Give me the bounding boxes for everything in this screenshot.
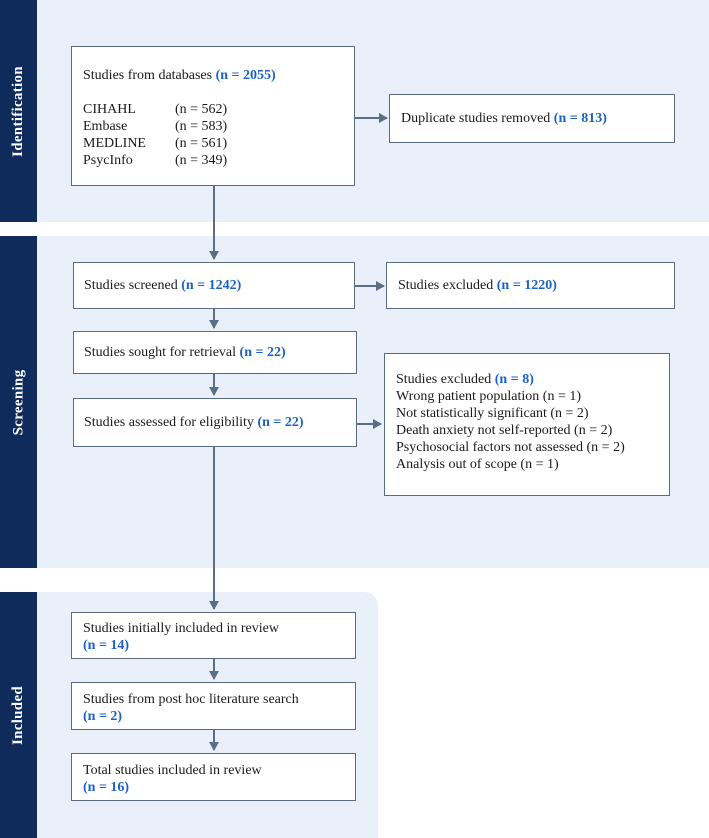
databases-title: Studies from databases (n = 2055) bbox=[83, 68, 276, 83]
exclusion-reasons-count: (n = 8) bbox=[494, 372, 534, 387]
sought-box: Studies sought for retrieval (n = 22) bbox=[73, 331, 357, 374]
source-row: CIHAHL(n = 562) bbox=[83, 102, 228, 117]
exclusion-reasons-title: Studies excluded (n = 8) bbox=[396, 372, 534, 387]
duplicates-count: (n = 813) bbox=[553, 111, 607, 126]
identification-sidebar: Identification bbox=[0, 0, 37, 222]
exclusion-reason: Psychosocial factors not assessed (n = 2… bbox=[396, 440, 625, 455]
posthoc-box: Studies from post hoc literature search … bbox=[71, 682, 356, 730]
exclusion-reason: Not statistically significant (n = 2) bbox=[396, 406, 589, 421]
source-row: Embase(n = 583) bbox=[83, 119, 228, 134]
initial-included-box: Studies initially included in review (n … bbox=[71, 612, 356, 659]
source-row: MEDLINE(n = 561) bbox=[83, 136, 228, 151]
screening-sidebar: Screening bbox=[0, 236, 37, 568]
source-row: PsycInfo(n = 349) bbox=[83, 153, 228, 168]
exclusion-reason: Analysis out of scope (n = 1) bbox=[396, 457, 559, 472]
total-included-count: (n = 16) bbox=[83, 780, 130, 795]
excluded-box: Studies excluded (n = 1220) bbox=[386, 262, 675, 309]
screened-box: Studies screened (n = 1242) bbox=[73, 262, 355, 309]
exclusion-reason: Death anxiety not self-reported (n = 2) bbox=[396, 423, 613, 438]
exclusion-reason: Wrong patient population (n = 1) bbox=[396, 389, 582, 404]
exclusion-reasons-box: Studies excluded (n = 8) Wrong patient p… bbox=[384, 353, 670, 496]
sought-count: (n = 22) bbox=[239, 345, 286, 360]
initial-included-count: (n = 14) bbox=[83, 638, 130, 653]
screened-count: (n = 1242) bbox=[181, 278, 242, 293]
databases-box: Studies from databases (n = 2055) CIHAHL… bbox=[71, 46, 355, 186]
excluded-count: (n = 1220) bbox=[496, 278, 557, 293]
assessed-box: Studies assessed for eligibility (n = 22… bbox=[73, 398, 357, 447]
posthoc-count: (n = 2) bbox=[83, 709, 123, 724]
databases-count: (n = 2055) bbox=[215, 68, 276, 83]
included-sidebar: Included bbox=[0, 592, 37, 838]
total-included-box: Total studies included in review (n = 16… bbox=[71, 753, 356, 801]
assessed-count: (n = 22) bbox=[257, 415, 304, 430]
duplicates-box: Duplicate studies removed (n = 813) bbox=[389, 94, 675, 143]
